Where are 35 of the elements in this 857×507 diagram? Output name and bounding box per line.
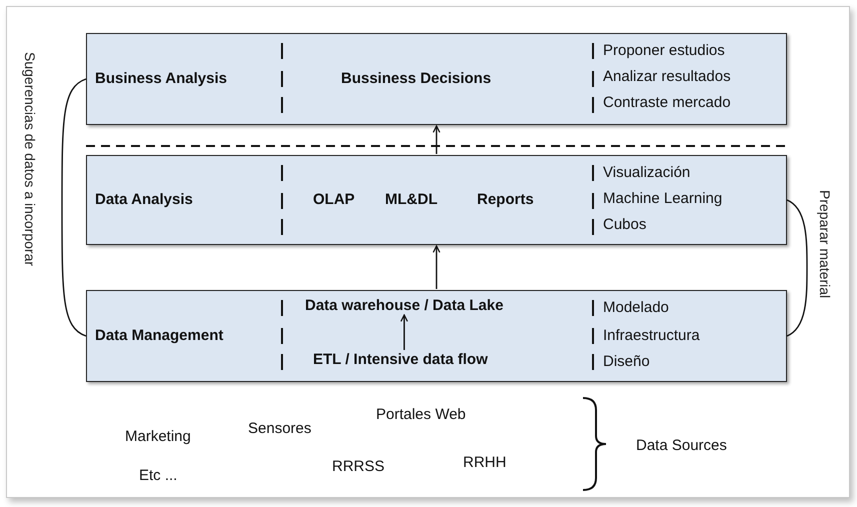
source-label: RRHH [463,454,506,471]
list-item: Infraestructura [603,327,700,344]
edge-label: Sugerencias de datos a incorporar [22,52,38,266]
layer-title: Data Analysis [95,191,193,208]
component-label: ML&DL [385,191,438,208]
arrow [432,125,440,154]
layer-title: Data Management [95,327,224,344]
layer-text: ETL / Intensive data flow [313,351,488,368]
layer-text: Data warehouse / Data Lake [305,297,504,314]
edge-label: Preparar material [817,190,833,298]
list-item: Proponer estudios [603,42,725,59]
source-label: Sensores [248,420,312,437]
connector-line [61,78,86,337]
layer-box [86,155,787,245]
list-item: Analizar resultados [603,68,731,85]
layer-title: Business Analysis [95,70,228,87]
component-label: Bussiness Decisions [341,70,492,87]
arrow [400,314,408,350]
arrow [432,245,440,289]
source-label: Data Sources [636,437,727,454]
list-item: Modelado [603,299,669,316]
source-label: Marketing [125,428,191,445]
layer-box [86,33,787,125]
list-item: Diseño [603,353,650,370]
layer-box [86,290,787,382]
component-label: Reports [477,191,534,208]
list-item: Cubos [603,216,646,233]
component-label: OLAP [313,191,355,208]
source-label: RRRSS [332,458,385,475]
source-label: Etc ... [139,467,178,484]
connector-line [786,199,808,337]
source-label: Portales Web [376,406,466,423]
list-item: Visualización [603,164,690,181]
list-item: Contraste mercado [603,94,731,111]
list-item: Machine Learning [603,190,722,207]
